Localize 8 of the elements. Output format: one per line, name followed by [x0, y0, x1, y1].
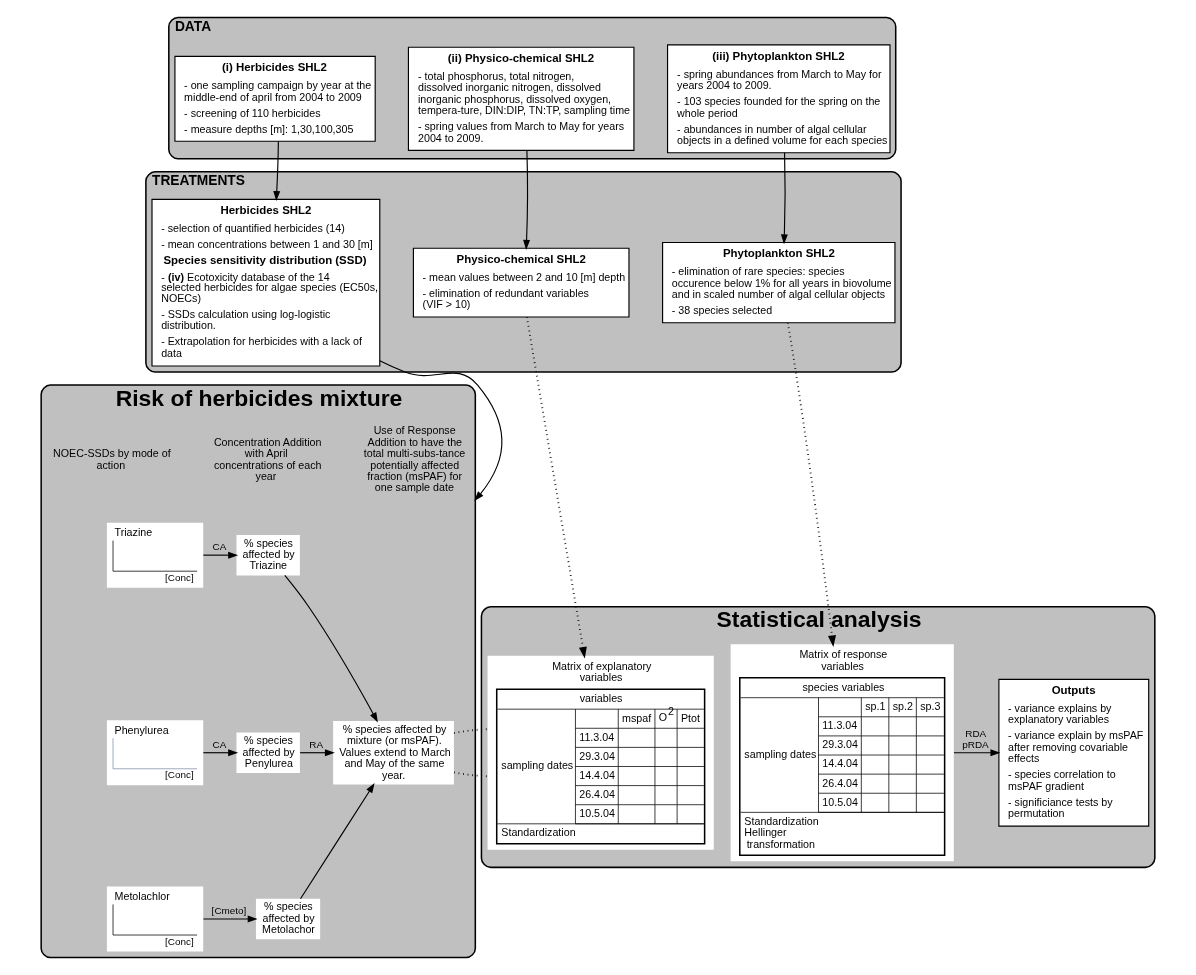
edge-label: RA [309, 738, 324, 750]
label: Concentration Addition with April concentrations of each year [213, 435, 322, 483]
edge-label: CA [212, 541, 227, 553]
label: Use of Response Addition to have the total multi-subs-tance potentially affected fraction (msPAF) for one sample date [363, 424, 466, 494]
edge-label: [Cmeto] [211, 904, 247, 916]
label: NOEC-SSDs by mode of action [53, 447, 171, 471]
edge-label: CA [212, 738, 227, 750]
edge-label: RDA pRDA [962, 727, 989, 750]
